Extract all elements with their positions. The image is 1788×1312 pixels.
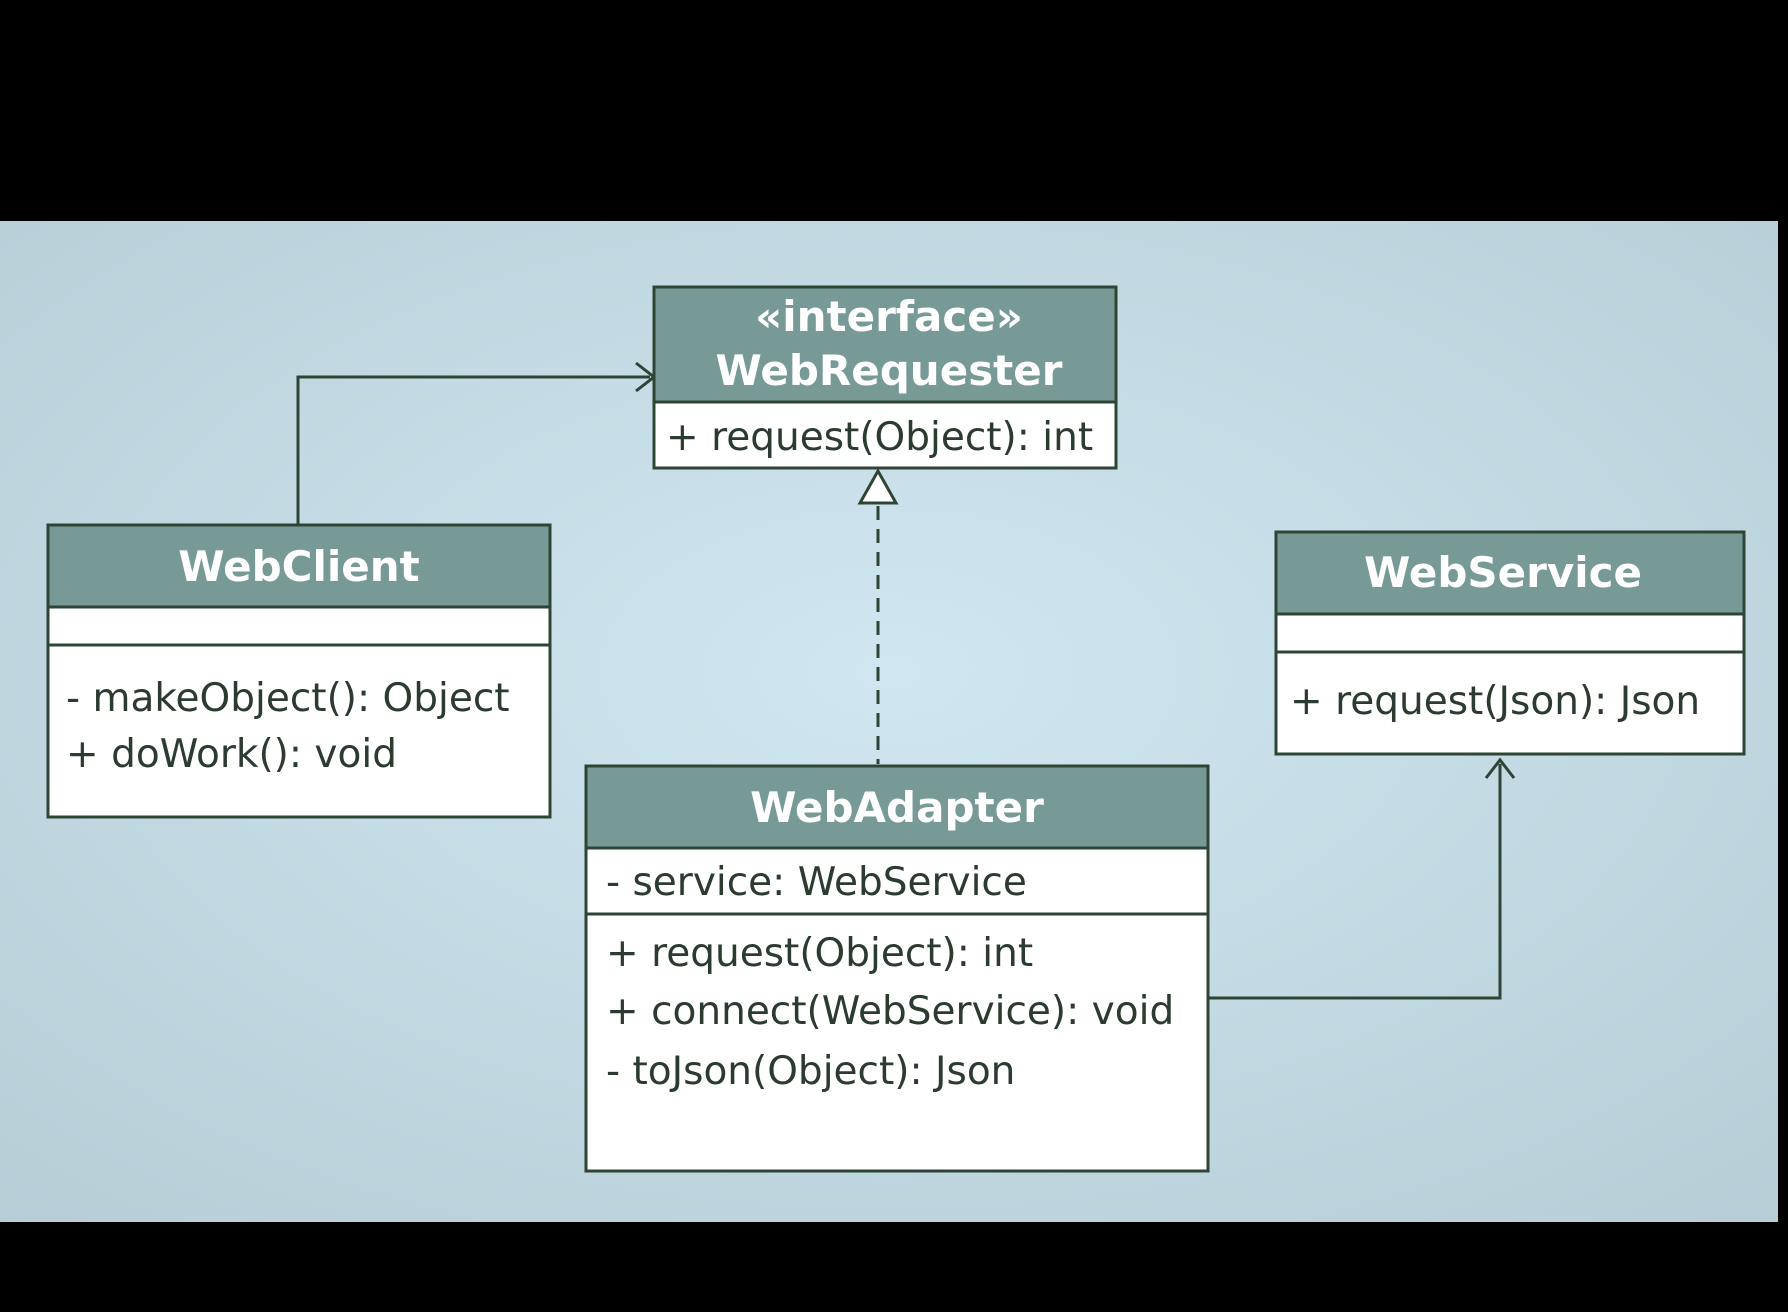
- webclient-methods-box: [47, 644, 551, 818]
- association-webclient-to-webrequester: [296, 375, 650, 525]
- webrequester-name: WebRequester: [716, 346, 1063, 395]
- class-webadapter: WebAdapter - service: WebService + reque…: [584, 764, 1210, 1173]
- webadapter-method-3: - toJson(Object): Json: [606, 1049, 1015, 1094]
- webrequester-stereotype: «interface»: [755, 292, 1023, 341]
- association-arrowhead-webservice: [1484, 757, 1516, 779]
- class-webrequester: «interface» WebRequester + request(Objec…: [652, 285, 1118, 470]
- webadapter-name: WebAdapter: [750, 783, 1044, 832]
- webclient-border: [46, 523, 552, 819]
- webadapter-header: [585, 765, 1209, 849]
- uml-class-diagram: «interface» WebRequester + request(Objec…: [0, 221, 1778, 1222]
- webadapter-border: [584, 764, 1210, 1173]
- webservice-header: [1275, 531, 1745, 615]
- webservice-border: [1274, 530, 1746, 756]
- diagram-canvas: «interface» WebRequester + request(Objec…: [0, 221, 1778, 1222]
- webadapter-method-1: + request(Object): int: [606, 931, 1033, 976]
- webrequester-method-1: + request(Object): int: [666, 415, 1093, 460]
- webadapter-attribute-1: - service: WebService: [606, 860, 1027, 905]
- class-webclient: WebClient - makeObject(): Object + doWor…: [46, 523, 552, 819]
- webservice-methods-box: [1275, 651, 1745, 755]
- webadapter-method-2: + connect(WebService): void: [606, 989, 1174, 1034]
- realization-triangle-head: [857, 467, 899, 505]
- webclient-method-2: + doWork(): void: [66, 732, 397, 777]
- webservice-method-1: + request(Json): Json: [1290, 679, 1700, 724]
- webrequester-border: [652, 285, 1118, 470]
- webservice-name: WebService: [1364, 548, 1642, 597]
- webclient-name: WebClient: [178, 542, 419, 591]
- webadapter-attributes-box: [585, 847, 1209, 915]
- association-webadapter-to-webservice: [1202, 764, 1502, 1000]
- class-webservice: WebService + request(Json): Json: [1274, 530, 1746, 756]
- webadapter-methods-box: [585, 913, 1209, 1172]
- webclient-attributes-box: [47, 606, 551, 646]
- webservice-attributes-box: [1275, 613, 1745, 653]
- webclient-method-1: - makeObject(): Object: [66, 676, 510, 721]
